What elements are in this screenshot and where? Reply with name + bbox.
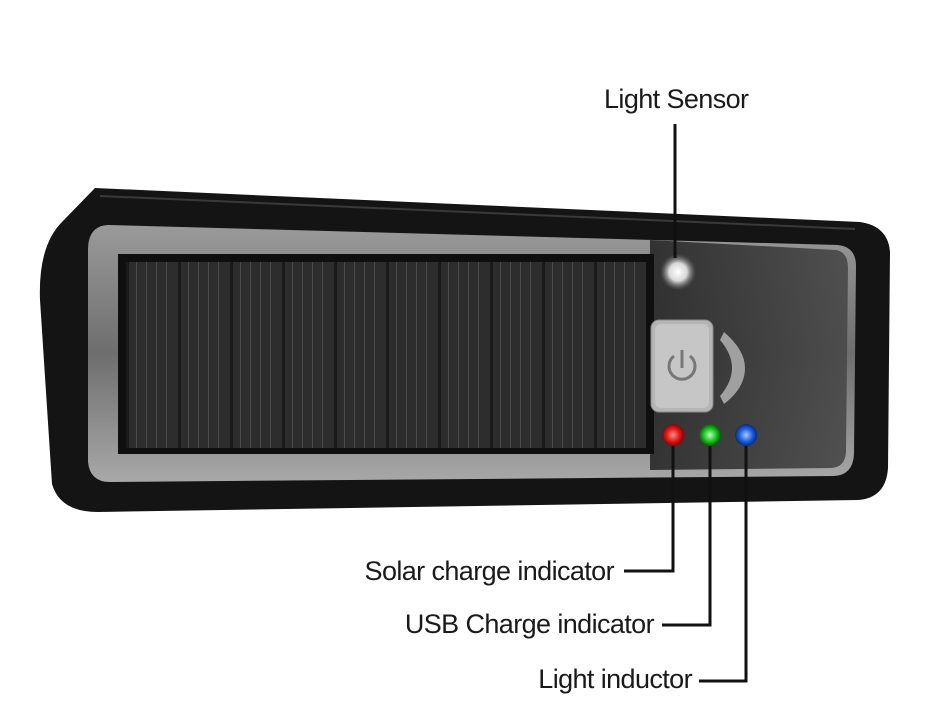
- light-inductor-leader: [699, 446, 748, 683]
- solar-charge-led: [662, 424, 684, 446]
- usb-charge-indicator-label: USB Charge indicator: [404, 609, 655, 639]
- power-icon: [667, 350, 697, 381]
- solar-charge-leader: [624, 446, 675, 573]
- usb-charge-leader: [662, 446, 712, 627]
- light-sensor: [660, 254, 696, 290]
- light-inductor-led: [735, 424, 757, 446]
- solar-charge-indicator-label: Solar charge indicator: [364, 556, 615, 586]
- light-sensor-label: Light Sensor: [604, 84, 749, 114]
- solar-panel: [126, 262, 646, 448]
- light-inductor-label: Light inductor: [538, 664, 692, 694]
- housing-top-edge: [99, 195, 856, 230]
- usb-charge-led: [699, 424, 721, 446]
